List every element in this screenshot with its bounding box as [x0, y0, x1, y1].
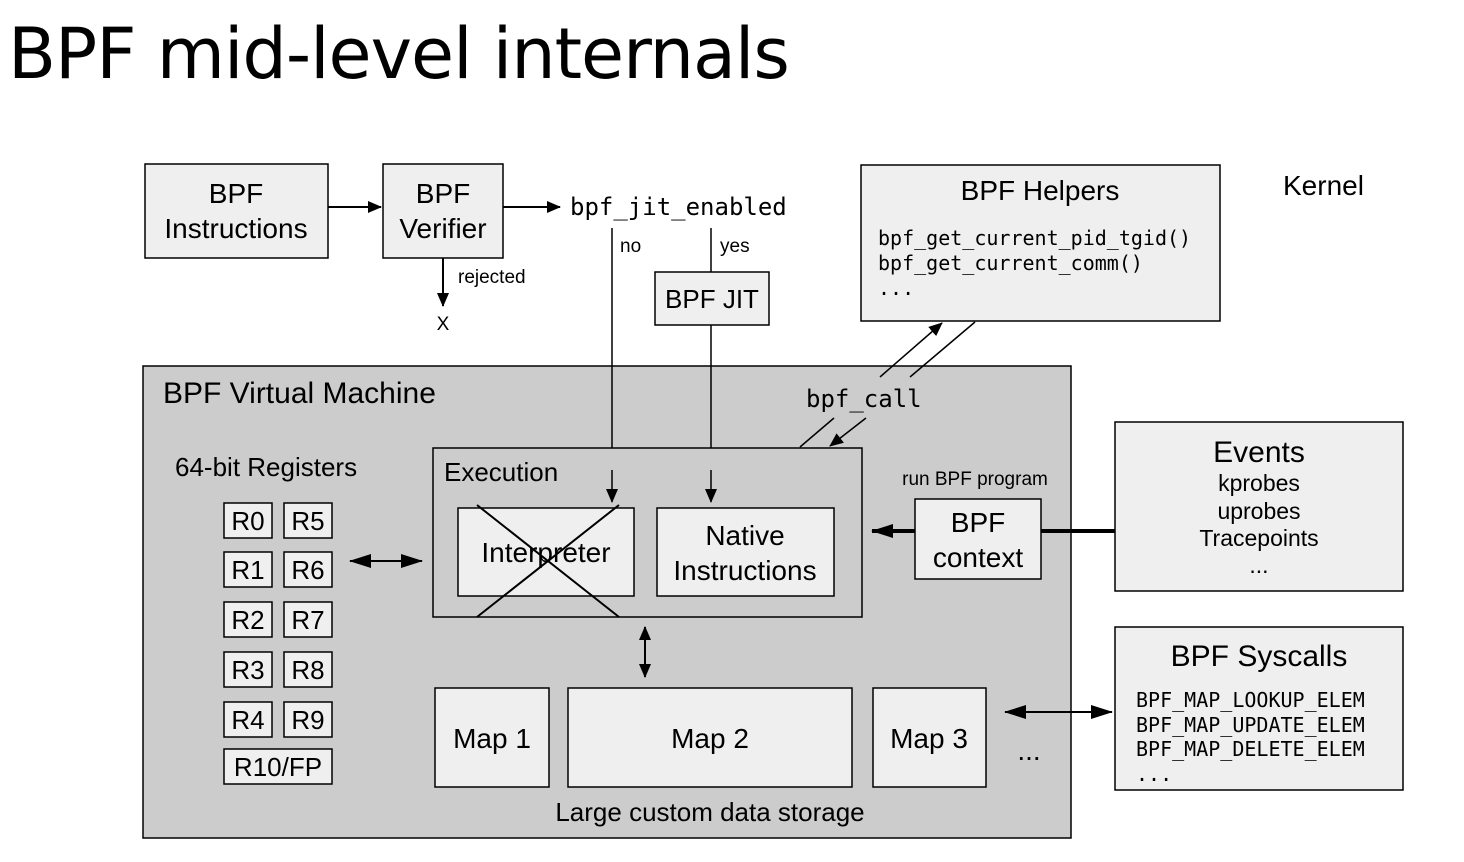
register-r9: R9 — [291, 705, 324, 735]
native-line2: Instructions — [673, 555, 816, 586]
arrow-call-to-helpers — [879, 322, 943, 378]
reject-mark: X — [437, 314, 450, 335]
helper-line-1: bpf_get_current_pid_tgid() — [878, 226, 1191, 250]
maps-ellipsis: ... — [1017, 735, 1040, 766]
execution-title: Execution — [444, 457, 558, 487]
register-r6: R6 — [291, 555, 324, 585]
syscall-line-4: ... — [1136, 762, 1172, 786]
bpf-syscalls-box: BPF Syscalls BPF_MAP_LOOKUP_ELEM BPF_MAP… — [1114, 626, 1404, 791]
register-r8: R8 — [291, 655, 324, 685]
register-r10-fp: R10/FP — [234, 752, 322, 782]
register-r0: R0 — [231, 506, 264, 536]
map-1-box: Map 1 — [434, 687, 550, 788]
arrow-helpers-return-to-execution — [829, 417, 867, 447]
bpf-call-label: bpf_call — [806, 385, 922, 413]
map-2-box: Map 2 — [567, 687, 853, 788]
bpf-context-line1: BPF — [951, 507, 1005, 538]
syscall-line-3: BPF_MAP_DELETE_ELEM — [1136, 737, 1365, 761]
syscalls-title: BPF Syscalls — [1171, 640, 1348, 673]
bpf-instructions-line2: Instructions — [164, 213, 307, 244]
register-r3: R3 — [231, 655, 264, 685]
kernel-label: Kernel — [1283, 170, 1364, 201]
run-bpf-program-label: run BPF program — [902, 469, 1048, 490]
bpf-helpers-box: BPF Helpers bpf_get_current_pid_tgid() b… — [860, 164, 1221, 322]
jit-enabled-label: bpf_jit_enabled — [570, 193, 787, 221]
register-r1: R1 — [231, 555, 264, 585]
register-r7: R7 — [291, 605, 324, 635]
syscall-line-2: BPF_MAP_UPDATE_ELEM — [1136, 713, 1365, 737]
register-r4: R4 — [231, 705, 264, 735]
no-label: no — [620, 236, 641, 257]
bpf-verifier-line2: Verifier — [399, 213, 486, 244]
register-r5: R5 — [291, 506, 324, 536]
syscall-line-1: BPF_MAP_LOOKUP_ELEM — [1136, 688, 1365, 712]
map-3-box: Map 3 — [872, 687, 987, 788]
bpf-jit-box: BPF JIT — [654, 271, 770, 326]
map-3-label: Map 3 — [890, 723, 968, 754]
storage-label: Large custom data storage — [555, 797, 864, 827]
line-execution-call — [799, 417, 835, 448]
events-line-3: Tracepoints — [1199, 525, 1318, 551]
bpf-instructions-line1: BPF — [209, 178, 263, 209]
bpf-verifier-line1: BPF — [416, 178, 470, 209]
helper-line-2: bpf_get_current_comm() — [878, 251, 1143, 275]
events-line-4: ... — [1249, 552, 1268, 578]
bpf-context-box: BPF context — [914, 498, 1042, 580]
registers-title: 64-bit Registers — [175, 452, 357, 482]
bpf-instructions-box: BPF Instructions — [144, 163, 329, 259]
line-helpers-return — [909, 321, 976, 378]
bpf-context-line2: context — [933, 542, 1023, 573]
bpf-helpers-title: BPF Helpers — [961, 175, 1120, 206]
map-2-label: Map 2 — [671, 723, 749, 754]
bpf-verifier-box: BPF Verifier — [382, 163, 504, 259]
native-instructions-box: Native Instructions — [656, 507, 835, 597]
events-title: Events — [1213, 436, 1305, 469]
events-box: Events kprobes uprobes Tracepoints ... — [1114, 421, 1404, 592]
interpreter-box: Interpreter — [457, 504, 635, 618]
native-line1: Native — [705, 520, 784, 551]
interpreter-cross-line-2 — [476, 504, 620, 618]
vm-title: BPF Virtual Machine — [163, 377, 436, 410]
bpf-jit-label: BPF JIT — [665, 284, 759, 314]
yes-label: yes — [720, 236, 750, 257]
register-r2: R2 — [231, 605, 264, 635]
events-line-1: kprobes — [1218, 470, 1300, 496]
rejected-label: rejected — [458, 267, 526, 288]
map-1-label: Map 1 — [453, 723, 531, 754]
page-title: BPF mid-level internals — [8, 13, 790, 95]
events-line-2: uprobes — [1217, 498, 1300, 524]
register-grid: R0 R5 R1 R6 R2 R7 R3 R8 R4 R9 R10/FP — [223, 502, 333, 785]
helper-line-3: ... — [878, 276, 914, 300]
